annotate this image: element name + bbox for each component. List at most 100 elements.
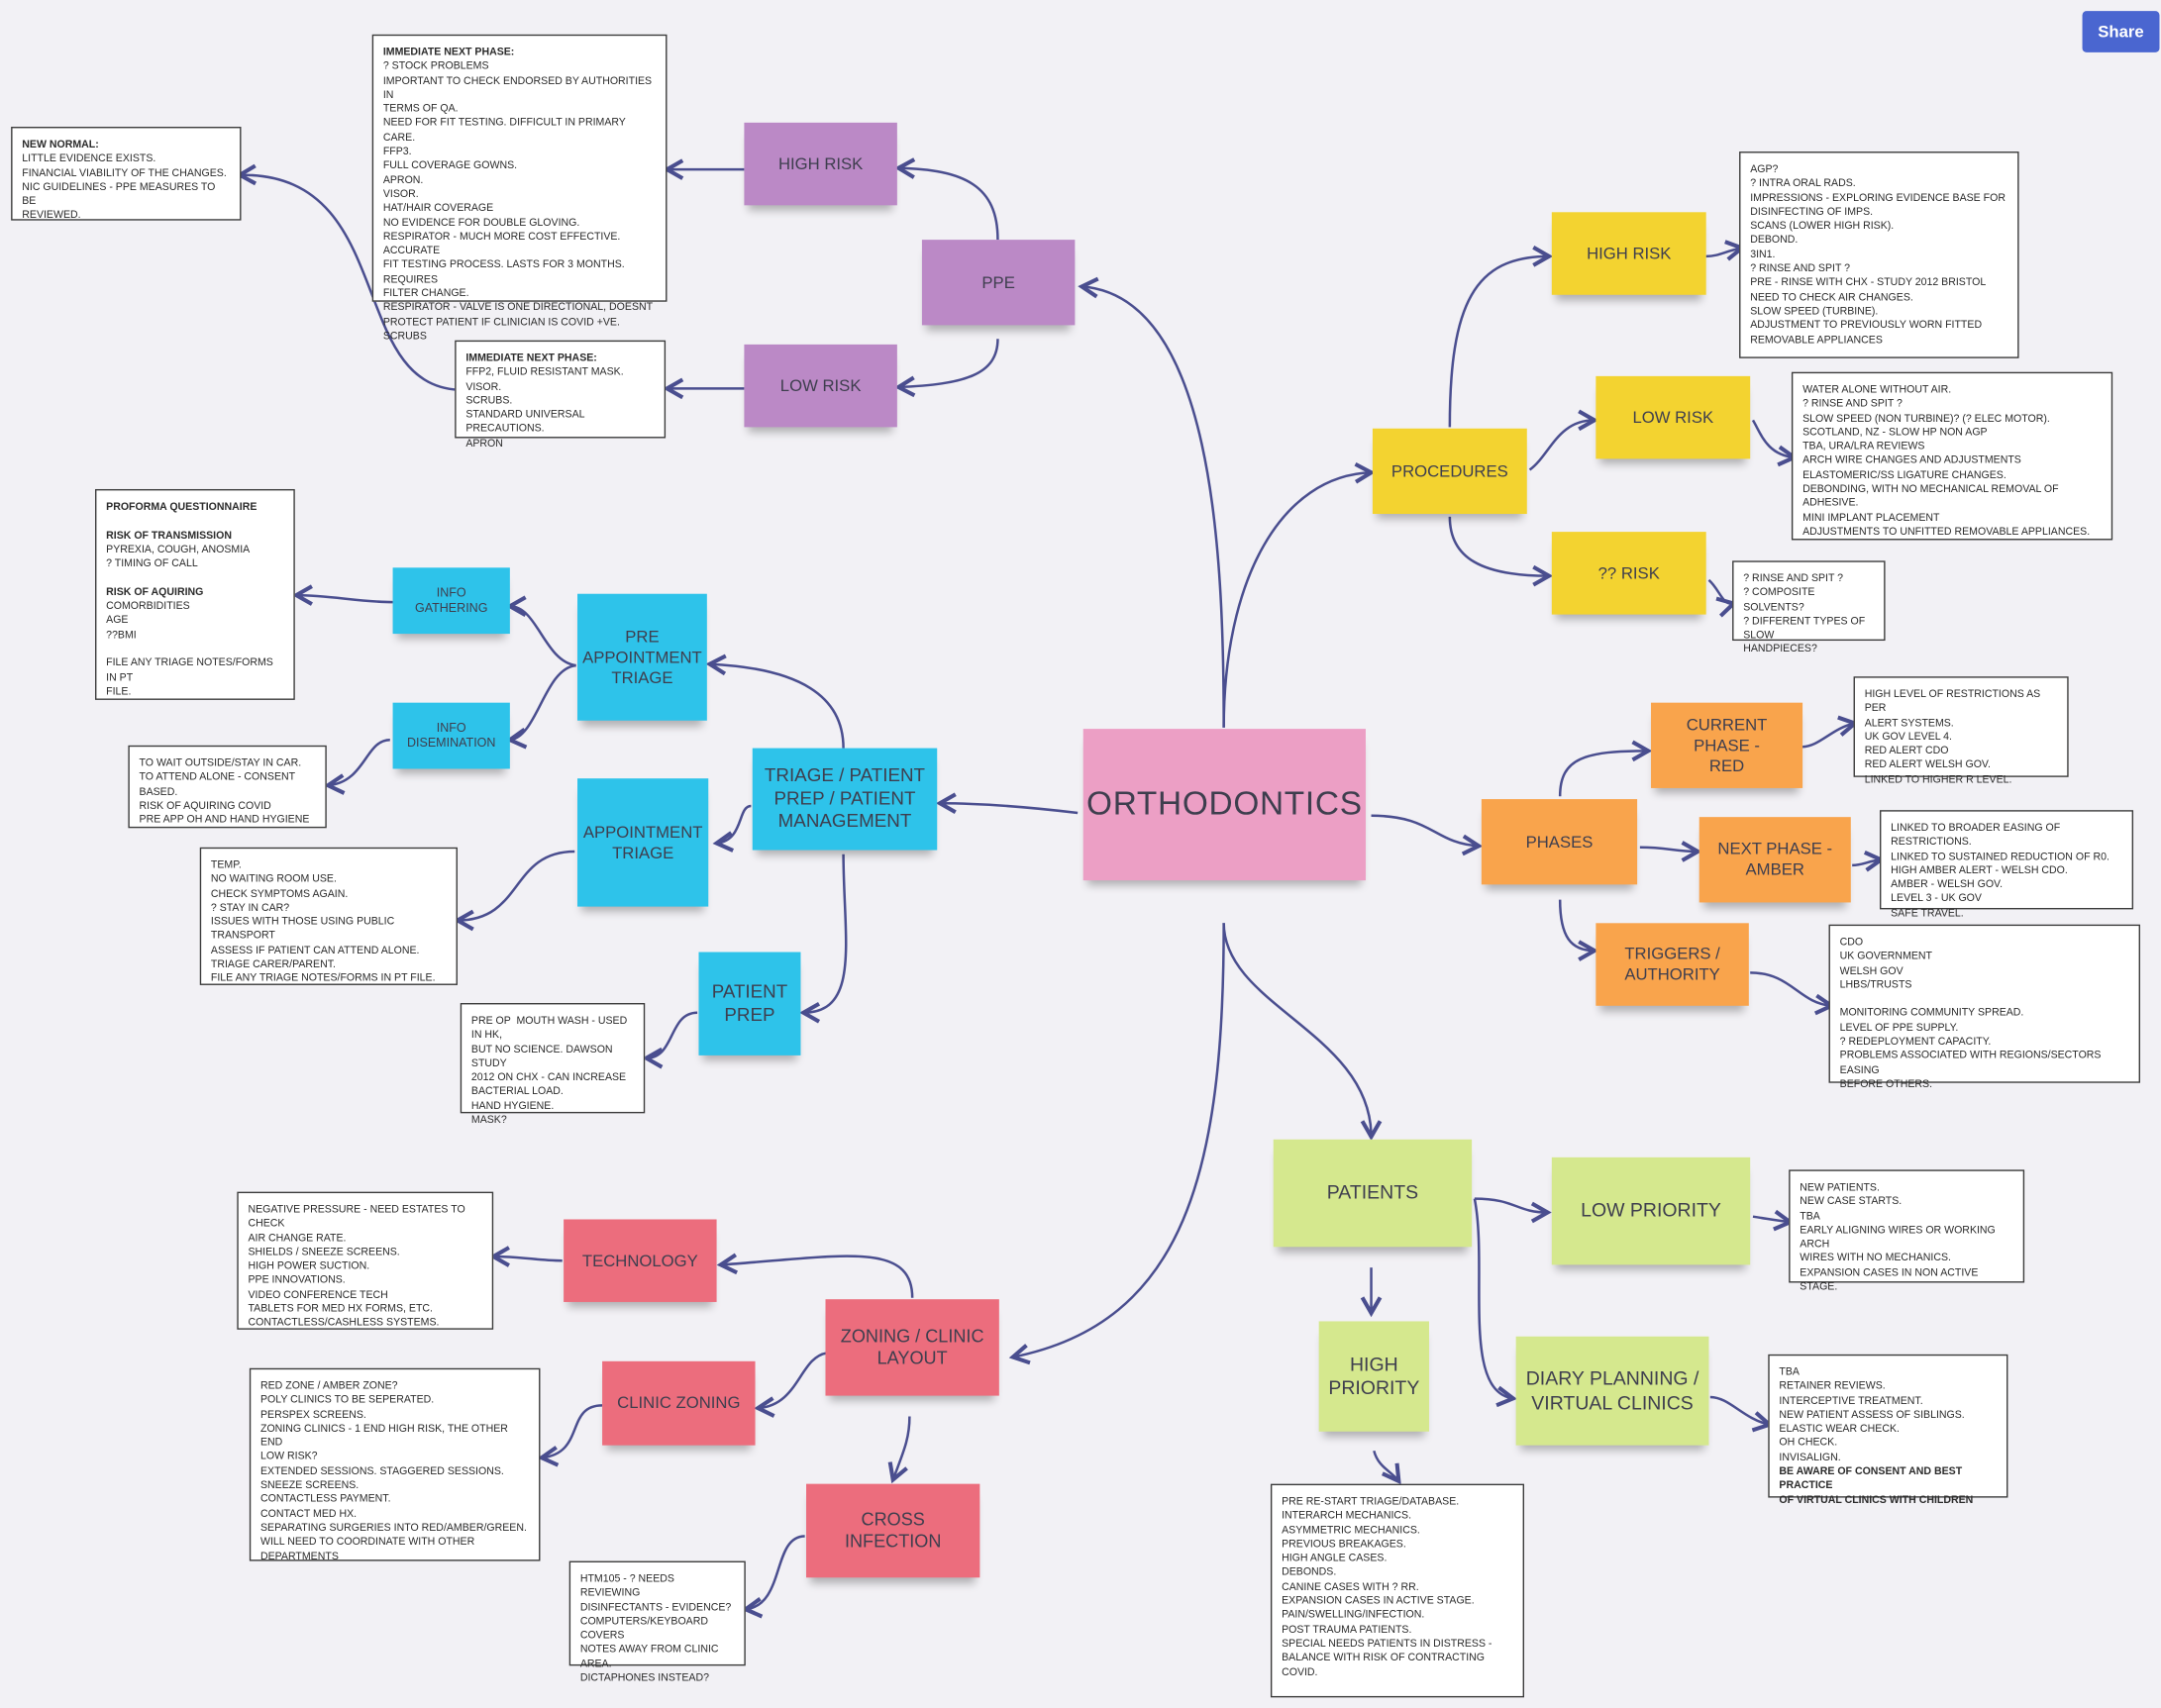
note-ppe-low-risk[interactable]: IMMEDIATE NEXT PHASE:FFP2, FLUID RESISTA… <box>455 340 667 449</box>
sticky-phases[interactable]: PHASES <box>1481 799 1638 885</box>
note-procedures-unknown-risk[interactable]: ? RINSE AND SPIT ?? COMPOSITE SOLVENTS??… <box>1732 560 1886 655</box>
note-line: RISK OF TRANSMISSION <box>106 528 232 542</box>
note-line: APRON. <box>382 172 424 186</box>
sticky-diary-planning[interactable]: DIARY PLANNING / VIRTUAL CLINICS <box>1515 1336 1709 1446</box>
sticky-procedures-high-risk[interactable]: HIGH RISK <box>1551 212 1706 295</box>
note-new-normal[interactable]: NEW NORMAL:LITTLE EVIDENCE EXISTS.FINANC… <box>11 127 242 221</box>
note-line: PREVIOUS BREAKAGES. <box>1282 1537 1406 1551</box>
sticky-ppe[interactable]: PPE <box>921 240 1076 326</box>
sticky-procedures[interactable]: PROCEDURES <box>1372 428 1527 515</box>
note-info-dissemination[interactable]: TO WAIT OUTSIDE/STAY IN CAR.TO ATTEND AL… <box>128 745 327 829</box>
sticky-label: HIGH RISK <box>1587 243 1672 263</box>
note-line: NO WAITING ROOM USE. <box>210 872 337 885</box>
connector <box>1558 899 1599 961</box>
note-line: REMOVABLE APPLIANCES <box>1750 333 1883 346</box>
note-line: RED ALERT WELSH GOV. <box>1864 757 1991 771</box>
note-procedures-low-risk[interactable]: WATER ALONE WITHOUT AIR.? RINSE AND SPIT… <box>1791 371 2113 541</box>
sticky-technology[interactable]: TECHNOLOGY <box>564 1219 717 1302</box>
connector <box>1448 246 1554 428</box>
note-next-phase[interactable]: LINKED TO BROADER EASING OF RESTRICTIONS… <box>1880 810 2134 919</box>
connector <box>1707 578 1738 618</box>
note-patient-prep[interactable]: PRE OP MOUTH WASH - USED IN HK,BUT NO SC… <box>460 1003 646 1126</box>
note-high-priority[interactable]: PRE RE-START TRIAGE/DATABASE.INTERARCH M… <box>1270 1483 1524 1698</box>
share-button[interactable]: Share <box>2082 11 2160 52</box>
sticky-zoning-clinic-layout[interactable]: ZONING / CLINIC LAYOUT <box>825 1299 999 1396</box>
sticky-clinic-zoning[interactable]: CLINIC ZONING <box>602 1360 756 1446</box>
sticky-pre-appointment-triage[interactable]: PRE APPOINTMENT TRIAGE <box>577 593 707 721</box>
connector <box>1473 1198 1517 1408</box>
note-line: ASYMMETRIC MECHANICS. <box>1282 1523 1420 1536</box>
sticky-cross-infection[interactable]: CROSS INFECTION <box>806 1483 980 1578</box>
note-clinic-zoning[interactable]: RED ZONE / AMBER ZONE?POLY CLINICS TO BE… <box>249 1367 541 1561</box>
sticky-label: TRIAGE / PATIENT PREP / PATIENT MANAGEME… <box>764 763 926 832</box>
connector <box>894 157 999 241</box>
note-line: OH CHECK. <box>1779 1436 1838 1450</box>
note-line: ? RINSE AND SPIT ? <box>1802 397 1903 410</box>
note-line: NEGATIVE PRESSURE - NEED ESTATES TO CHEC… <box>248 1202 468 1230</box>
note-line: BUT NO SCIENCE. DAWSON STUDY <box>470 1042 616 1069</box>
note-line: ? RINSE AND SPIT ? <box>1750 261 1851 275</box>
note-line: NEED FOR FIT TESTING. DIFFICULT IN PRIMA… <box>382 116 629 144</box>
note-line: NEW PATIENT ASSESS OF SIBLINGS. <box>1779 1407 1965 1421</box>
sticky-ppe-high-risk[interactable]: HIGH RISK <box>744 122 897 206</box>
sticky-patient-prep[interactable]: PATIENT PREP <box>698 952 801 1055</box>
sticky-procedures-unknown-risk[interactable]: ?? RISK <box>1551 532 1706 615</box>
connector <box>741 1535 805 1619</box>
sticky-label: LOW RISK <box>779 375 862 395</box>
sticky-high-priority[interactable]: HIGH PRIORITY <box>1318 1321 1429 1432</box>
note-line: 3in1. <box>1750 248 1776 260</box>
note-line: LEVEL 3 - UK GOV <box>1891 891 1982 905</box>
connector <box>705 653 845 749</box>
sticky-current-phase[interactable]: CURRENT PHASE - RED <box>1651 702 1803 788</box>
sticky-label: LOW PRIORITY <box>1581 1198 1721 1222</box>
note-line: ? STOCK PROBLEMS <box>382 59 489 72</box>
central-topic-orthodontics[interactable]: ORTHODONTICS <box>1082 729 1366 881</box>
note-line: LHBs/TRUSTS <box>1839 977 1912 991</box>
sticky-label: HIGH RISK <box>777 153 864 173</box>
sticky-info-gathering[interactable]: INFO GATHERING <box>392 567 510 635</box>
note-line: SCANS (LOWER HIGH RISK). <box>1750 219 1895 233</box>
sticky-low-priority[interactable]: LOW PRIORITY <box>1551 1156 1751 1265</box>
note-line: INTERARCH MECHANICS. <box>1282 1509 1412 1522</box>
note-line: AMBER - WELSH GOV. <box>1891 877 2004 891</box>
sticky-triage-patient-management[interactable]: TRIAGE / PATIENT PREP / PATIENT MANAGEME… <box>752 748 938 851</box>
connector <box>716 1253 914 1298</box>
sticky-patients[interactable]: PATIENTS <box>1273 1139 1473 1248</box>
connector <box>1750 971 1836 1016</box>
note-line: HIGH LEVEL OF RESTRICTIONS AS PER <box>1864 687 2044 715</box>
connector <box>1752 1209 1795 1232</box>
sticky-procedures-low-risk[interactable]: LOW RISK <box>1595 375 1751 459</box>
connector <box>1705 240 1746 261</box>
sticky-triggers-authority[interactable]: TRIGGERS / AUTHORITY <box>1595 923 1749 1006</box>
sticky-label: PHASES <box>1525 831 1594 852</box>
sticky-appointment-triage[interactable]: APPOINTMENT TRIAGE <box>577 778 709 907</box>
note-line: HIGH POWER SUCTION. <box>248 1259 370 1272</box>
note-line: EXPANSION CASES IN ACTIVE STAGE. <box>1282 1594 1475 1607</box>
note-line: IMPORTANT TO CHECK ENDORSED BY AUTHORITI… <box>382 73 656 101</box>
sticky-next-phase[interactable]: NEXT PHASE - AMBER <box>1698 817 1851 903</box>
sticky-label: NEXT PHASE - AMBER <box>1717 839 1833 879</box>
note-line: PRE APP OH AND HAND HYGIENE <box>139 813 310 826</box>
sticky-info-dissemination[interactable]: INFO DISEMINATION <box>392 702 510 769</box>
note-line: SPECIAL NEEDS PATIENTS IN DISTRESS - <box>1282 1637 1492 1650</box>
note-procedures-high-risk[interactable]: AGP?? INTRA ORAL RADS.IMPRESSIONS - EXPL… <box>1739 151 2019 358</box>
note-technology[interactable]: NEGATIVE PRESSURE - NEED ESTATES TO CHEC… <box>237 1191 494 1330</box>
sticky-ppe-low-risk[interactable]: LOW RISK <box>744 344 897 428</box>
note-line <box>1840 992 2129 1006</box>
note-line: FILTER CHANGE. <box>382 286 469 300</box>
note-line: WATER ALONE WITHOUT AIR. <box>1802 382 1952 396</box>
note-line: ELASTIC WEAR CHECK. <box>1779 1422 1900 1435</box>
sticky-label: HIGH PRIORITY <box>1328 1352 1420 1399</box>
note-appointment-triage[interactable]: TEMP.NO WAITING ROOM USE.CHECK SYMPTOMS … <box>199 847 458 985</box>
connector <box>292 584 393 606</box>
note-line: ? INTRA ORAL RADS. <box>1750 176 1856 190</box>
note-line: FFP2, FLUID RESISTANT MASK. <box>465 365 624 378</box>
